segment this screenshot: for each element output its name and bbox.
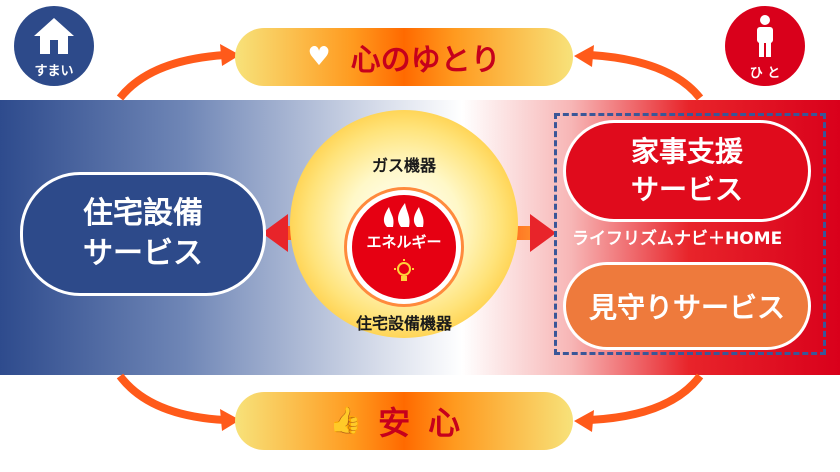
arrow-bottom-left-head: [220, 409, 240, 431]
jutaku-line2: サービス: [83, 236, 203, 271]
lifesm-group-box: [554, 113, 826, 355]
kaji-shien-service-pill: 家事支援 サービス: [563, 120, 811, 222]
mimamori-label: 見守りサービス: [588, 291, 785, 324]
arrow-bottom-left: [116, 373, 226, 424]
hito-label: ひ と: [749, 66, 781, 81]
life-rhythm-navi-label: ライフリズムナビ＋HOME: [572, 229, 783, 249]
arrow-right-head: [530, 214, 556, 252]
hito-badge: ひ と: [725, 6, 805, 86]
anshin-label: 安心: [378, 404, 479, 442]
sumai-badge: すまい: [14, 6, 94, 86]
arrow-top-right-head: [574, 45, 594, 67]
arrow-bottom-right-head: [574, 410, 594, 432]
energy-core: [352, 195, 456, 299]
kaji-line1: 家事支援: [630, 135, 743, 168]
mimamori-service-pill: 見守りサービス: [563, 262, 811, 350]
flame-icon: [383, 203, 424, 227]
heart-icon: ♥: [307, 42, 331, 72]
arrow-top-left-head: [220, 44, 240, 66]
gas-kiki-label: ガス機器: [371, 156, 436, 175]
arrow-left-head: [262, 214, 288, 252]
house-icon: [34, 18, 74, 54]
kokoro-yutori-label: 心のゆとり: [350, 43, 501, 78]
jutaku-line1: 住宅設備: [83, 196, 203, 231]
arrow-top-left: [116, 51, 226, 101]
jutaku-setsubi-kiki-label: 住宅設備機器: [355, 314, 452, 333]
anshin-pill: 👍 安心: [235, 392, 573, 450]
sumai-label: すまい: [34, 64, 74, 79]
kaji-line2: サービス: [630, 173, 743, 206]
thumbs-up-icon: 👍: [329, 406, 363, 436]
jutaku-setsubi-service-pill: 住宅設備 サービス: [20, 172, 266, 296]
arrow-bottom-right: [589, 373, 704, 424]
arrow-top-right: [589, 51, 704, 101]
lightbulb-icon: [394, 259, 414, 281]
person-icon: [757, 15, 773, 57]
kokoro-yutori-pill: ♥ 心のゆとり: [235, 28, 573, 86]
energy-label: エネルギー: [366, 233, 442, 251]
